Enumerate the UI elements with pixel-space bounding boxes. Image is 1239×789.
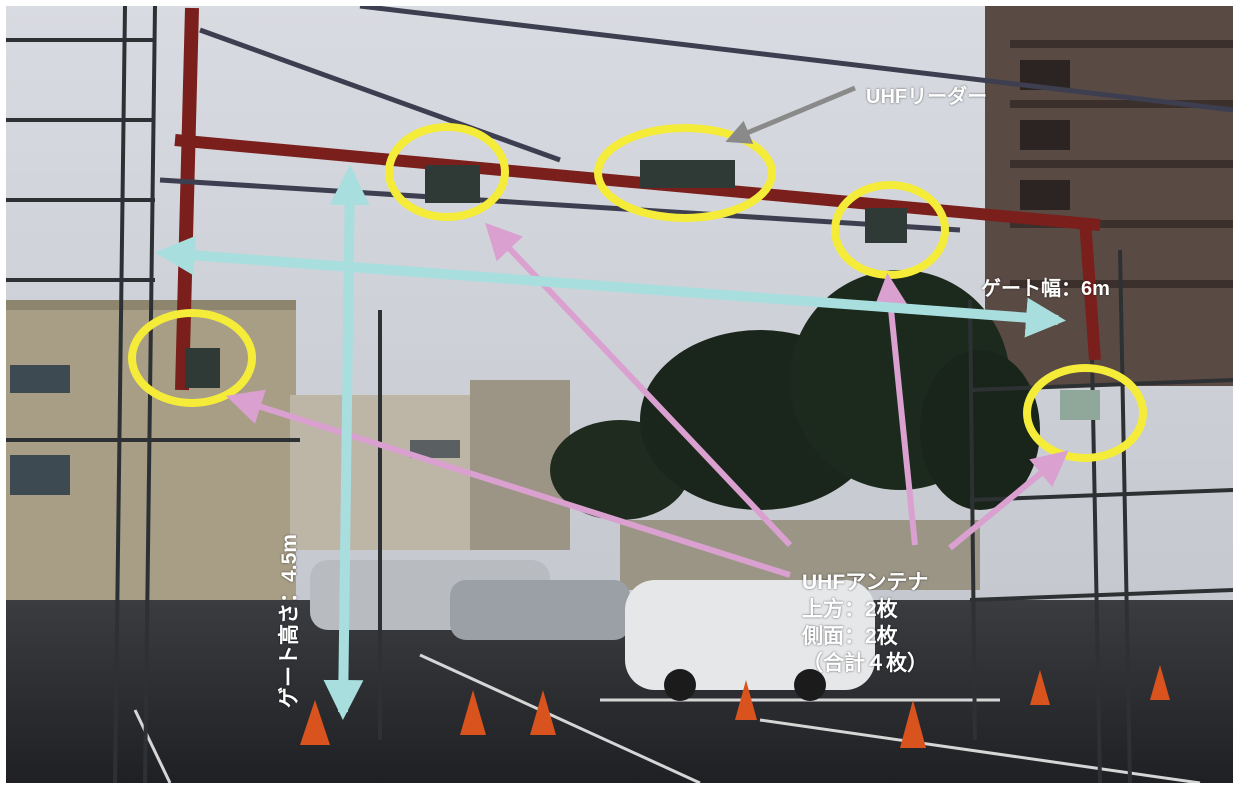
- reader-label: UHFリーダー: [866, 86, 988, 108]
- ring-top-antenna-left: [385, 123, 509, 221]
- ring-side-antenna-right: [1023, 364, 1147, 462]
- antenna-units: [185, 160, 1100, 420]
- apartment-building: [985, 6, 1233, 386]
- middle-building: [290, 380, 570, 550]
- trees: [550, 270, 1040, 520]
- gate-width-arrow: [155, 235, 1066, 338]
- antenna-note-top: 上方：2枚: [802, 598, 898, 621]
- gate-height-label: ゲート高さ：4.5m: [277, 534, 301, 708]
- traffic-cones: [300, 665, 1170, 748]
- photo: UHFリーダー ゲート幅：6m ゲート高さ：4.5m UHFアンテナ 上方：2枚…: [6, 6, 1233, 783]
- antenna-note-total: （合計４枚）: [802, 652, 928, 675]
- parked-cars: [310, 560, 875, 701]
- parking-lines: [133, 653, 1201, 783]
- gate-cross-members: [159, 6, 1233, 233]
- photo-scene: [6, 6, 1233, 783]
- reader-arrow: [725, 85, 856, 144]
- shed: [620, 520, 980, 590]
- gate-width-label: ゲート幅：6m: [981, 278, 1110, 300]
- gate-height-arrow: [323, 165, 370, 720]
- antenna-note: UHFアンテナ 上方：2枚 側面：2枚 （合計４枚）: [802, 569, 928, 677]
- antenna-note-title: UHFアンテナ: [802, 571, 929, 594]
- antenna-note-side: 側面：2枚: [802, 625, 898, 648]
- ring-reader: [594, 124, 776, 222]
